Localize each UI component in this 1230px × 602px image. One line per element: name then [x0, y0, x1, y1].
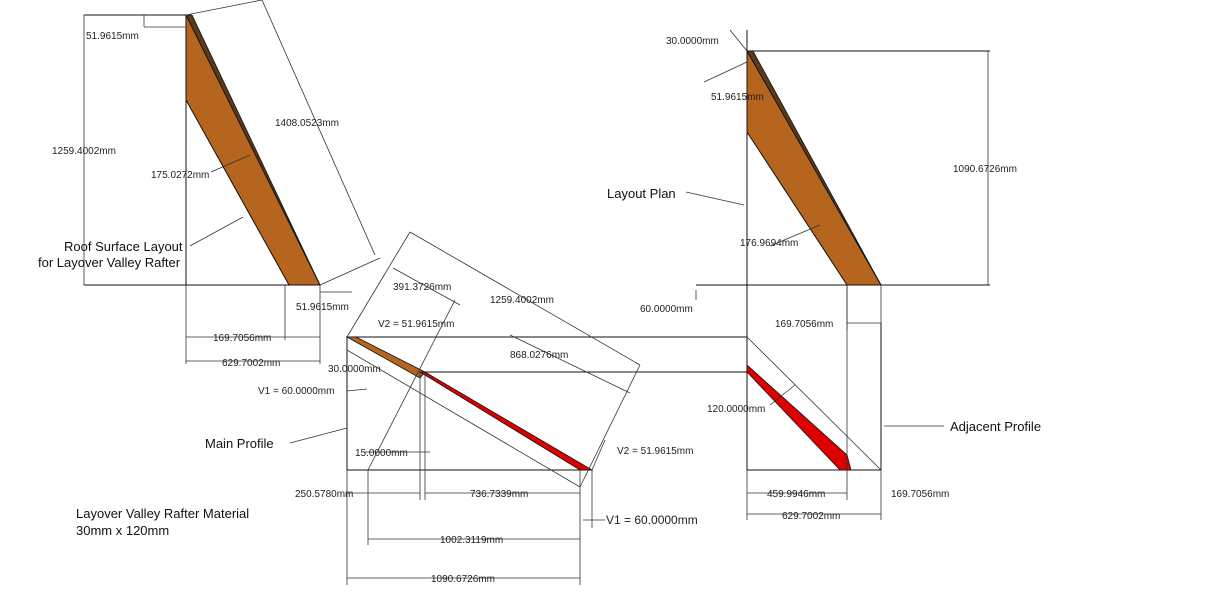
dim-175: 175.0272mm [151, 170, 209, 181]
rafter-edge-right [746, 50, 882, 286]
valley-red-main [418, 371, 594, 471]
dim-1259-mid: 1259.4002mm [490, 295, 554, 306]
main-profile-label: Main Profile [205, 436, 274, 451]
dim-120: 120.0000mm [707, 404, 765, 415]
dim-250: 250.5780mm [295, 489, 353, 500]
dim-169-left: 169.7056mm [213, 333, 271, 344]
dim-30-mid: 30.0000mm [328, 364, 381, 375]
roof-surface-label-1: Roof Surface Layout [64, 239, 183, 254]
layout-plan-label: Layout Plan [607, 186, 676, 201]
dim-868: 868.0276mm [510, 350, 568, 361]
adjacent-profile [746, 285, 944, 520]
dim-30-right: 30.0000mm [666, 36, 719, 47]
annotation-labels: Roof Surface Layout for Layover Valley R… [38, 186, 1041, 538]
material-label-1: Layover Valley Rafter Material [76, 506, 249, 521]
dimension-labels: 51.9615mm 1259.4002mm 1408.0523mm 175.02… [52, 31, 1017, 585]
dim-15: 15.0000mm [355, 448, 408, 459]
dim-51-bottom: 51.9615mm [296, 302, 349, 313]
dim-169-br: 169.7056mm [891, 489, 949, 500]
dim-391: 391.3726mm [393, 282, 451, 293]
dim-736: 736.7339mm [470, 489, 528, 500]
dim-1002: 1002.3119mm [440, 535, 503, 546]
dim-v1-bottom: V1 = 60.0000mm [606, 513, 698, 527]
dim-629-br: 629.7002mm [782, 511, 840, 522]
dim-60-mid: 60.0000mm [640, 304, 693, 315]
dim-1090-bottom: 1090.6726mm [431, 574, 495, 585]
dim-629-left: 629.7002mm [222, 358, 280, 369]
dim-459: 459.9946mm [767, 489, 825, 500]
dim-v1-left: V1 = 60.0000mm [258, 386, 334, 397]
valley-red-adjacent [746, 364, 852, 471]
dim-1259-left: 1259.4002mm [52, 146, 116, 157]
adjacent-profile-label: Adjacent Profile [950, 419, 1041, 434]
rafter-edge-left [185, 14, 321, 286]
layout-plan [685, 29, 990, 470]
dim-169-right: 169.7056mm [775, 319, 833, 330]
roof-surface-label-2: for Layover Valley Rafter [38, 255, 181, 270]
dim-v2-top: V2 = 51.9615mm [378, 319, 454, 330]
dim-51-right: 51.9615mm [711, 92, 764, 103]
dim-51-top: 51.9615mm [86, 31, 139, 42]
dim-1090-right: 1090.6726mm [953, 164, 1017, 175]
main-profile [289, 231, 747, 585]
roof-surface-layout [83, 0, 381, 364]
dim-v2-bottom: V2 = 51.9615mm [617, 446, 693, 457]
dim-176: 176.9694mm [740, 238, 798, 249]
material-label-2: 30mm x 120mm [76, 523, 169, 538]
dim-1408: 1408.0523mm [275, 118, 339, 129]
